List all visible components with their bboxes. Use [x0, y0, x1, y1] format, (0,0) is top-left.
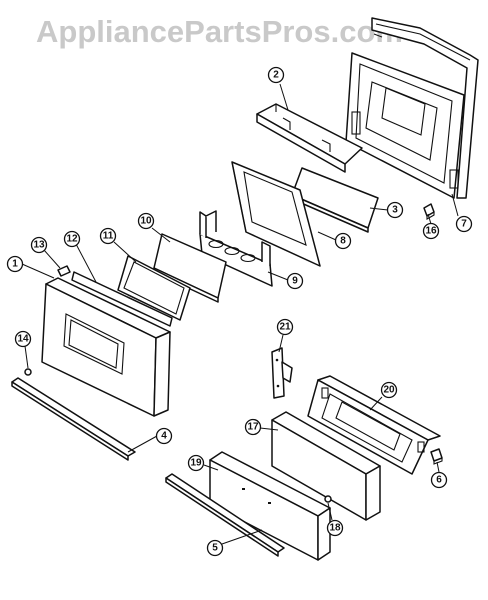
callout-5: 5 [206, 539, 224, 557]
callout-18: 18 [326, 519, 344, 537]
callout-label: 1 [12, 259, 18, 270]
callout-label: 12 [66, 234, 78, 245]
callout-label: 9 [292, 276, 298, 287]
part-insulation-tray[interactable] [199, 210, 273, 287]
callout-8: 8 [334, 232, 352, 250]
callout-label: 3 [392, 205, 398, 216]
callout-1: 1 [6, 255, 24, 273]
callout-label: 19 [190, 458, 202, 469]
part-screw-18[interactable] [324, 495, 332, 503]
part-clip-6[interactable] [430, 448, 443, 465]
callout-label: 2 [273, 70, 279, 81]
part-drawer-back-panel[interactable] [307, 375, 441, 475]
part-hinge-bracket[interactable] [271, 347, 293, 399]
callout-10: 10 [137, 212, 155, 230]
part-screw-14[interactable] [24, 368, 32, 376]
callout-6: 6 [430, 471, 448, 489]
part-trim-strip[interactable] [71, 271, 173, 327]
callout-14: 14 [14, 330, 32, 348]
callout-9: 9 [286, 272, 304, 290]
callout-label: 20 [383, 385, 395, 396]
watermark-text: AppliancePartsPros.com [36, 14, 403, 49]
part-top-channel[interactable] [256, 103, 363, 173]
callout-21: 21 [276, 318, 294, 336]
callout-3: 3 [386, 201, 404, 219]
part-window-frame-8[interactable] [231, 161, 321, 267]
callout-19: 19 [187, 454, 205, 472]
part-outer-door-panel[interactable] [41, 277, 171, 417]
callout-16: 16 [422, 222, 440, 240]
callout-17: 17 [244, 418, 262, 436]
part-door-bottom-trim[interactable] [11, 377, 136, 461]
callout-label: 14 [17, 334, 29, 345]
callout-label: 21 [279, 322, 291, 333]
leader-lines [21, 33, 459, 545]
callout-label: 11 [103, 231, 114, 242]
callout-label: 6 [436, 475, 442, 486]
part-outer-frame[interactable] [371, 17, 479, 199]
callout-label: 7 [461, 219, 467, 230]
callout-13: 13 [30, 236, 48, 254]
part-clip-13[interactable] [57, 265, 71, 277]
callout-11: 11 [99, 227, 117, 245]
callout-label: 8 [340, 236, 346, 247]
part-clip-16[interactable] [423, 203, 435, 220]
callout-label: 17 [247, 422, 259, 433]
callout-label: 16 [425, 226, 437, 237]
callout-label: 5 [212, 543, 218, 554]
callout-4: 4 [155, 427, 173, 445]
part-window-gasket[interactable] [117, 255, 191, 321]
callout-2: 2 [267, 66, 285, 84]
callout-label: 10 [140, 216, 152, 227]
part-inner-door-panel[interactable] [345, 52, 465, 199]
callout-label: 13 [33, 240, 45, 251]
callout-7: 7 [455, 215, 473, 233]
part-drawer-front[interactable] [271, 411, 381, 521]
callout-label: 18 [329, 523, 341, 534]
part-window-glass-3[interactable] [291, 167, 379, 233]
callout-12: 12 [63, 230, 81, 248]
callout-label: 4 [161, 431, 167, 442]
callout-20: 20 [380, 381, 398, 399]
part-drawer-outer-panel[interactable] [209, 451, 331, 561]
